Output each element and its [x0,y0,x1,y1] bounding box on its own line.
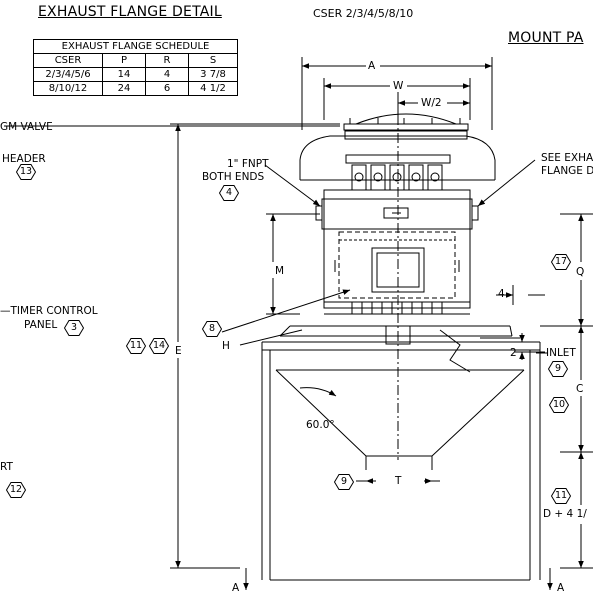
dimension-e [170,123,340,569]
timer-control-callout: —TIMER CONTROL [0,305,98,317]
dimension-q-c-d [540,213,593,569]
valve-callout: GM VALVE [0,121,53,133]
dim-label-w2: W/2 [421,97,442,109]
item-tag-number: 8 [208,323,216,334]
dim-label-a: A [368,60,376,72]
filter-housing [323,189,471,315]
hexagon-icon [548,361,568,377]
angle-label: 60.0° [306,419,335,431]
item-tag-number: 14 [152,340,166,351]
section-marker-a-right: A [557,582,565,594]
inlet-duct [439,329,520,373]
dimension-4-2 [496,285,545,360]
support-frame [261,341,541,581]
hexagon-icon [549,397,569,413]
section-a-markers [243,568,553,590]
exhaust-flange-schedule-table: EXHAUST FLANGE SCHEDULE CSER P R S 2/3/4… [33,39,238,96]
dim-label-m: M [275,265,285,277]
hexagon-icon [6,482,26,498]
hexagon-icon [551,254,571,270]
hood-cap [299,135,496,181]
item-tag-number: 9 [340,476,348,487]
dim-label-w: W [393,80,404,92]
dim-label-2: 2 [510,347,517,359]
header-callout: HEADER [2,153,46,165]
dimension-m [266,213,320,315]
item-tag-13: 13 [16,164,36,180]
item-tag-number: 10 [552,399,566,410]
see-exhaust-note: SEE EXHA [541,152,593,164]
dim-label-c: C [576,383,584,395]
dim-label-h: H [222,340,230,352]
dim-label-t: T [395,475,402,487]
hexagon-icon [551,488,571,504]
table-row: 2/3/4/5/6 14 4 3 7/8 [33,67,238,82]
item-tag-4: 4 [219,185,239,201]
item-tag-17: 17 [551,254,571,270]
hexagon-icon [202,321,222,337]
inlet-note: INLET [546,347,576,359]
manifold-header [315,198,479,230]
item-tag-10: 10 [549,397,569,413]
item-tag-9-right: 9 [548,361,568,377]
item-tag-number: 11 [129,340,143,351]
diaphragm-valves [351,164,443,191]
dim-label-4: 4 [498,288,505,300]
hexagon-icon [334,474,354,490]
table-cell: 4 1/2 [188,81,238,96]
item-tag-number: 3 [70,322,78,333]
mount-pattern-heading: MOUNT PA [508,30,584,46]
item-tag-number: 4 [225,187,233,198]
item-tag-9-bottom: 9 [334,474,354,490]
hexagon-icon [16,164,36,180]
hopper-top-plate [279,325,513,345]
item-tag-number: 12 [9,484,23,495]
panel-callout: PANEL [24,319,58,331]
table-row: 8/10/12 24 6 4 1/2 [33,81,238,96]
dimension-a [301,57,493,130]
timer-control-label: TIMER CONTROL [10,305,98,317]
port-callout: RT [0,461,13,473]
hexagon-icon [149,338,169,354]
item-tag-11-right: 11 [551,488,571,504]
hopper-cone [275,369,525,470]
exhaust-flange-detail-heading: EXHAUST FLANGE DETAIL [38,4,222,20]
item-tag-11-left: 11 [126,338,146,354]
hexagon-icon [219,185,239,201]
hexagon-icon [126,338,146,354]
item-tag-number: 17 [554,256,568,267]
item-tag-3: 3 [64,320,84,336]
dim-label-e: E [175,345,182,357]
item-tag-12: 12 [6,482,26,498]
dimension-w [323,78,471,120]
dim-label-q: Q [576,266,585,278]
item-tag-number: 11 [554,490,568,501]
item-tag-number: 9 [554,363,562,374]
fnpt-note: 1" FNPT [227,158,269,170]
flange-detail-note: FLANGE D [541,165,593,177]
item-tag-8: 8 [202,321,222,337]
item-tag-14: 14 [149,338,169,354]
top-header-assembly [343,113,469,140]
model-range-heading: CSER 2/3/4/5/8/10 [313,7,414,20]
section-marker-a-left: A [232,582,240,594]
both-ends-note: BOTH ENDS [202,171,265,183]
hexagon-icon [64,320,84,336]
item-tag-number: 13 [19,166,33,177]
dim-label-d-plus: D + 4 1/ [543,508,587,520]
leader-lines [4,125,548,354]
dimension-w2 [397,92,470,115]
